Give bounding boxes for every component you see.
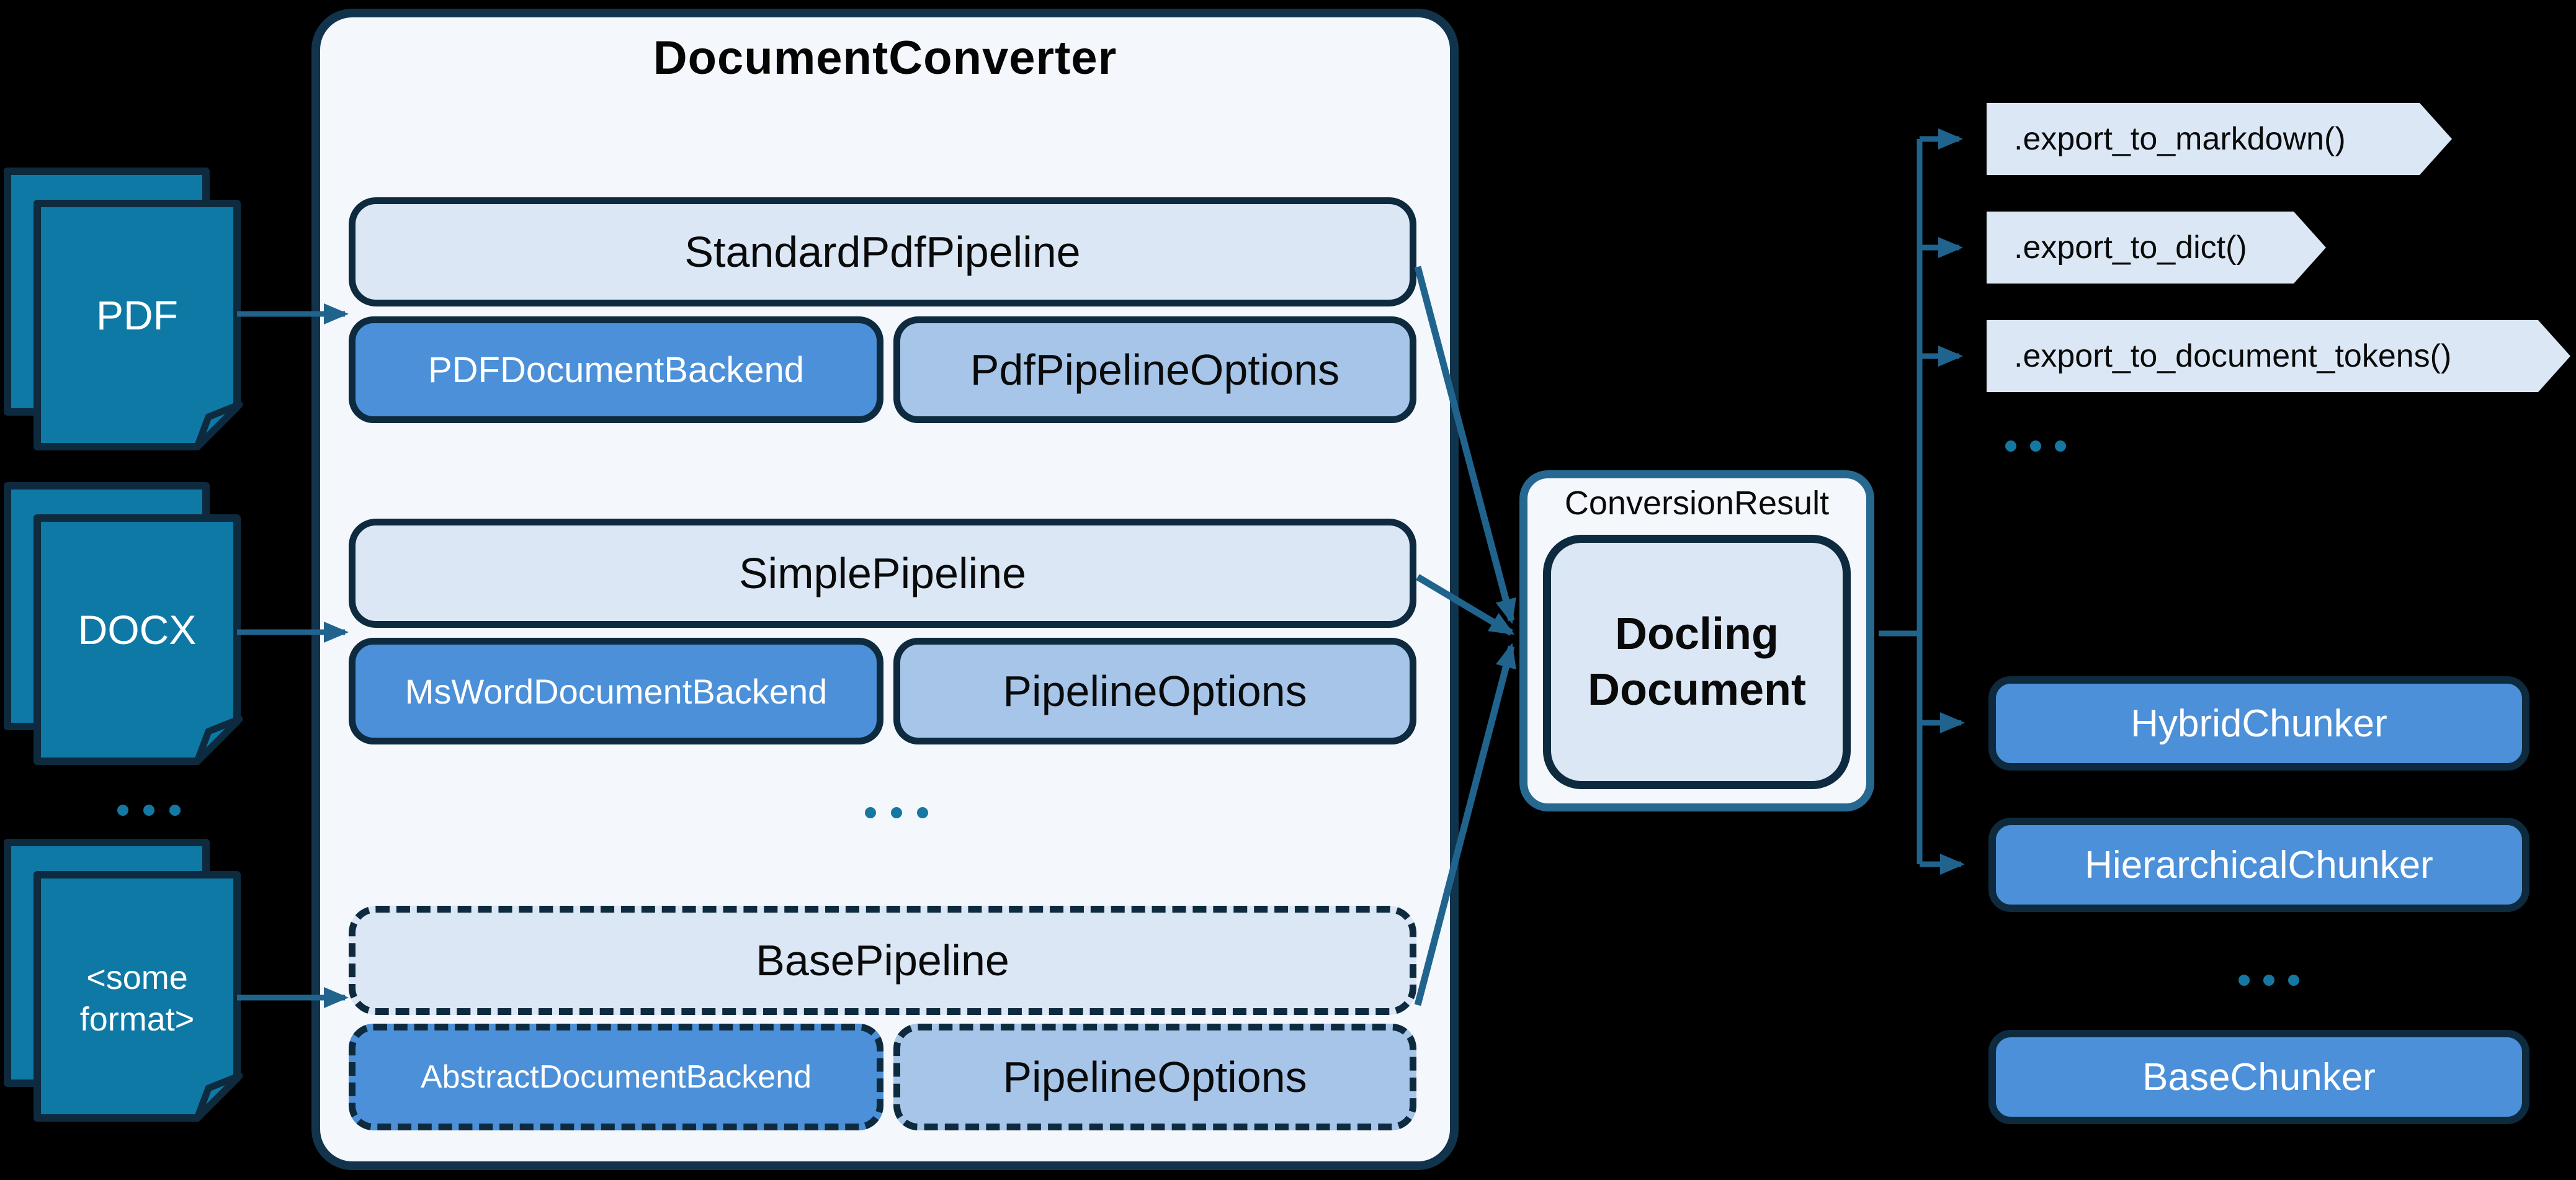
docx-documents-icon <box>4 482 243 765</box>
input-label-pdf: PDF <box>96 292 178 338</box>
backend-box-msword: MsWordDocumentBackend <box>349 638 883 744</box>
chunker-box-hybrid: HybridChunker <box>1988 676 2529 771</box>
document-converter-title: DocumentConverter <box>653 31 1117 84</box>
inputs-ellipsis-dots: ... <box>117 805 181 816</box>
dot <box>917 807 928 818</box>
dot <box>2288 975 2299 986</box>
pipeline-box-base: BasePipeline <box>349 906 1416 1015</box>
dot <box>2263 975 2274 986</box>
dot <box>2030 440 2041 452</box>
converter-ellipsis-dots: ... <box>865 807 928 818</box>
pipeline-box-simple: SimplePipeline <box>349 519 1416 628</box>
dot <box>2238 975 2250 986</box>
dot <box>2055 440 2066 452</box>
options-box-pdf: PdfPipelineOptions <box>893 316 1416 423</box>
chunkers-ellipsis-dots: ... <box>2238 975 2299 986</box>
dot <box>169 805 181 816</box>
dot <box>143 805 154 816</box>
chunker-box-hierarchical: HierarchicalChunker <box>1988 818 2529 912</box>
export-pennant-dict: .export_to_dict() <box>1987 212 2326 284</box>
docling-document-box: Docling Document <box>1543 535 1851 789</box>
dot <box>117 805 128 816</box>
some-format-dogear-fold <box>194 1072 243 1122</box>
export-pennant-document-tokens: .export_to_document_tokens() <box>1987 320 2570 392</box>
backend-box-pdf: PDFDocumentBackend <box>349 316 883 423</box>
dot <box>865 807 876 818</box>
options-box-pipeline: PipelineOptions <box>893 638 1416 744</box>
exports-ellipsis-text: ... <box>2005 440 2006 441</box>
pipeline-box-standard-pdf: StandardPdfPipeline <box>349 197 1416 306</box>
export-pennant-markdown: .export_to_markdown() <box>1987 103 2452 175</box>
pdf-documents-icon <box>4 168 243 450</box>
pdf-dogear-fold <box>194 401 243 450</box>
backend-box-abstract: AbstractDocumentBackend <box>349 1024 883 1130</box>
dot <box>2005 440 2016 452</box>
input-label-some-format: <some format> <box>79 959 195 1039</box>
exports-ellipsis-dots: ... <box>2005 440 2066 452</box>
options-box-base-pipeline: PipelineOptions <box>893 1024 1416 1130</box>
chunker-box-base: BaseChunker <box>1988 1030 2529 1124</box>
input-label-docx: DOCX <box>78 606 197 653</box>
conversion-result-label: ConversionResult <box>1564 485 1830 522</box>
some-format-documents-icon <box>4 839 243 1122</box>
dot <box>891 807 902 818</box>
docx-dogear-fold <box>194 715 243 765</box>
